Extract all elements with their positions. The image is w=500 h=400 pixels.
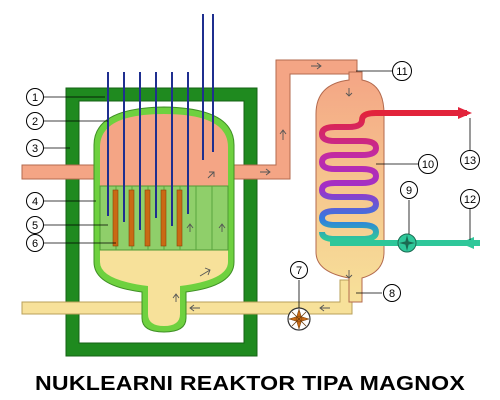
callout-10: 10 [418, 154, 438, 174]
feedwater-arrow-icon [460, 237, 474, 249]
callout-1: 1 [26, 88, 44, 106]
callout-number: 9 [406, 185, 412, 197]
flow-arrows [172, 62, 353, 312]
callout-number: 1 [32, 92, 38, 104]
callout-7: 7 [290, 261, 308, 279]
fuel-rods [112, 189, 183, 247]
cool-gas-return-duct [21, 279, 353, 315]
steam-out-arrow-icon [458, 107, 472, 119]
callout-number: 8 [389, 288, 395, 300]
callout-3: 3 [26, 139, 44, 157]
gas-circulator [287, 307, 311, 331]
callout-number: 7 [296, 265, 302, 277]
callout-number: 12 [464, 194, 476, 206]
callout-number: 3 [32, 143, 38, 155]
control-rods [107, 14, 214, 230]
callout-number: 10 [422, 159, 434, 171]
callout-number: 2 [32, 116, 38, 128]
callout-number: 13 [464, 155, 476, 167]
leader-lines [44, 70, 471, 308]
callout-number: 6 [32, 238, 38, 250]
callout-6: 6 [26, 234, 44, 252]
steam-out-pipe [376, 110, 456, 116]
callout-12: 12 [460, 189, 480, 209]
heat-exchanger-coil [319, 110, 467, 242]
callout-5: 5 [26, 216, 44, 234]
callout-13: 13 [460, 150, 480, 170]
callout-number: 11 [396, 66, 407, 78]
callout-8: 8 [383, 284, 401, 302]
callout-number: 5 [32, 220, 38, 232]
feedwater-pump [397, 233, 417, 253]
callout-2: 2 [26, 112, 44, 130]
diagram-title: NUKLEARNI REAKTOR TIPA MAGNOX [35, 373, 466, 395]
callouts: 1 2 3 4 5 6 7 8 [26, 61, 480, 302]
callout-number: 4 [32, 196, 38, 208]
callout-9: 9 [400, 181, 418, 199]
callout-4: 4 [26, 192, 44, 210]
callout-11: 11 [392, 61, 412, 81]
